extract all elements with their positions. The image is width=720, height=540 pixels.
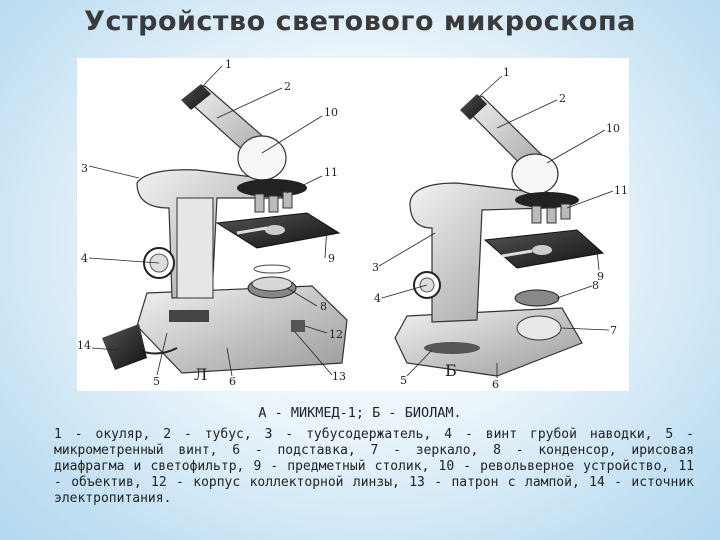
label-a-11: 11 — [324, 166, 338, 179]
label-a-1: 1 — [225, 58, 232, 71]
label-a-13: 13 — [332, 370, 346, 383]
label-a-8: 8 — [320, 300, 327, 313]
microscope-a: 1 2 10 3 11 4 9 8 12 14 5 6 13 Л — [77, 58, 348, 388]
panel-letter-b: Б — [445, 361, 457, 380]
lamp-socket-a — [291, 320, 305, 332]
label-a-4: 4 — [81, 252, 88, 265]
label-a-12: 12 — [329, 328, 343, 341]
label-b-10: 10 — [606, 122, 620, 135]
label-b-4: 4 — [374, 292, 381, 305]
mirror-b — [516, 315, 562, 341]
panel-letter-a: Л — [194, 365, 207, 384]
condenser-b — [514, 289, 560, 307]
figure-caption: 1 - окуляр, 2 - тубус, 3 - тубусодержате… — [54, 427, 694, 506]
label-b-2: 2 — [559, 92, 566, 105]
label-a-14: 14 — [77, 339, 91, 352]
label-a-2: 2 — [284, 80, 291, 93]
label-b-9: 9 — [597, 270, 604, 283]
label-b-7: 7 — [610, 324, 617, 337]
label-a-9: 9 — [328, 252, 335, 265]
label-a-6: 6 — [229, 375, 236, 388]
base-b — [394, 307, 583, 377]
label-b-6: 6 — [492, 378, 499, 391]
column-a — [176, 197, 214, 299]
arm-b — [409, 182, 548, 323]
slide-title: Устройство светового микроскопа — [84, 6, 636, 37]
microscope-illustration: 1 2 10 3 11 4 9 8 12 14 5 6 13 Л — [77, 58, 628, 391]
eyepiece-a — [181, 84, 211, 110]
label-b-1: 1 — [503, 66, 510, 79]
eyepiece-b — [460, 94, 487, 120]
label-b-3: 3 — [372, 261, 379, 274]
microscope-b: 1 2 10 11 3 9 8 4 7 5 6 Б — [372, 66, 628, 391]
labels-a: 1 2 10 3 11 4 9 8 12 14 5 6 13 Л — [77, 58, 346, 388]
label-a-10: 10 — [324, 106, 338, 119]
label-b-11: 11 — [614, 184, 628, 197]
head-b — [511, 153, 559, 195]
figure-subtitle: А - МИКМЕД-1; Б - БИОЛАМ. — [258, 405, 462, 421]
labels-b: 1 2 10 11 3 9 8 4 7 5 6 Б — [372, 66, 628, 391]
base-slot-a — [169, 310, 209, 322]
label-a-5: 5 — [153, 375, 160, 388]
label-a-3: 3 — [81, 162, 88, 175]
microscope-figure: 1 2 10 3 11 4 9 8 12 14 5 6 13 Л — [77, 58, 629, 391]
label-b-8: 8 — [592, 279, 599, 292]
mirror-mount-b — [424, 342, 480, 354]
label-b-5: 5 — [400, 374, 407, 387]
power-supply-a — [102, 324, 147, 370]
